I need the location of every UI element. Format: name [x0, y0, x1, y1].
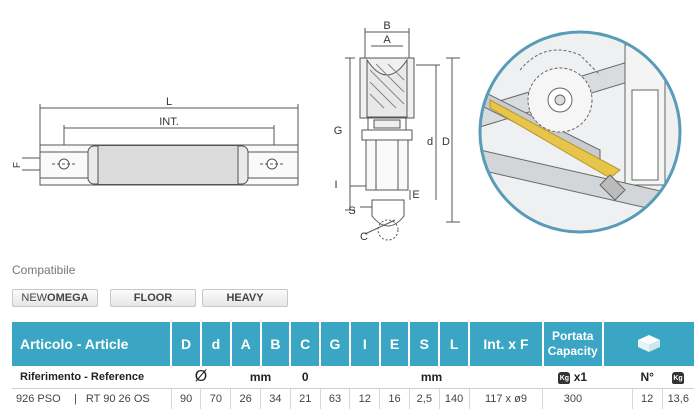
- cell-A: 26: [230, 388, 261, 409]
- cell-G: 63: [319, 388, 350, 409]
- spec-table: Articolo - Article D d A B C G I E S L I…: [12, 322, 694, 409]
- cell-C: 21: [289, 388, 321, 409]
- cell-spacer: [603, 389, 633, 410]
- header-col-A: A: [229, 322, 261, 366]
- header-capacity-line2: Capacity: [547, 344, 598, 358]
- weight-icon: Kg: [558, 371, 571, 384]
- header-col-E: E: [378, 322, 410, 366]
- dim-label-I: I: [334, 179, 337, 191]
- header-col-G: G: [319, 322, 350, 366]
- cell-S: 2,5: [408, 388, 440, 409]
- dim-label-B: B: [383, 20, 390, 32]
- cell-B: 34: [260, 388, 291, 409]
- header-capacity-line1: Portata: [552, 329, 594, 343]
- subheader-diameter: Ø: [171, 366, 231, 389]
- dim-label-L: L: [166, 96, 172, 108]
- subheader-kg: Kg: [662, 366, 694, 389]
- dim-label-D: D: [442, 136, 450, 148]
- dim-label-INT: INT.: [159, 116, 179, 128]
- dim-label-E: E: [412, 189, 419, 201]
- subheader-mm-ab: mm: [230, 366, 291, 389]
- subheader-zero: 0: [290, 366, 321, 389]
- header-col-L: L: [438, 322, 469, 366]
- cell-code: 926 PSO: [16, 393, 61, 405]
- installation-detail-illustration: [478, 30, 682, 234]
- header-col-B: B: [259, 322, 291, 366]
- header-capacity: Portata Capacity: [541, 322, 603, 366]
- dim-label-A: A: [383, 34, 391, 46]
- header-col-I: I: [348, 322, 380, 366]
- subheader-spacer: [602, 366, 633, 389]
- dim-label-G: G: [334, 125, 343, 137]
- header-article: Articolo - Article: [12, 322, 172, 366]
- table-row: 926 PSO| RT 90 26 OS 90 70 26 34 21 63 1…: [12, 388, 694, 410]
- cell-E: 16: [379, 388, 410, 409]
- compat-button-name: FLOOR: [133, 292, 173, 304]
- subheader-x1: x1: [573, 370, 588, 384]
- cell-n: 12: [631, 388, 663, 409]
- header-col-C: C: [289, 322, 321, 366]
- compat-button-floor[interactable]: FLOOR: [110, 289, 196, 307]
- compat-button-heavy[interactable]: HEAVY: [202, 289, 288, 307]
- section-view-drawing: [345, 28, 460, 241]
- cell-weight: 13,6: [661, 388, 694, 409]
- subheader-mm-rest: mm: [320, 366, 543, 389]
- subheader-capacity: Kg x1: [542, 366, 603, 389]
- compat-button-name: OMEGA: [47, 292, 89, 304]
- cell-I: 12: [349, 388, 380, 409]
- header-col-D: D: [170, 322, 201, 366]
- subheader-n: N°: [632, 366, 663, 389]
- cell-capacity: 300: [542, 388, 603, 409]
- technical-drawing: L INT. F B A G d D I E S C: [12, 20, 682, 243]
- box-icon: [637, 334, 660, 352]
- cell-intf: 117 x ø9: [468, 388, 543, 409]
- cell-ref: RT 90 26 OS: [85, 393, 150, 405]
- dim-label-d: d: [427, 136, 433, 148]
- cell-d: 70: [200, 388, 231, 409]
- header-package: [601, 322, 694, 366]
- header-col-S: S: [408, 322, 440, 366]
- table-header-row: Articolo - Article D d A B C G I E S L I…: [12, 322, 694, 366]
- cell-L: 140: [438, 388, 469, 409]
- dim-label-F: F: [12, 162, 23, 168]
- subheader-reference: Riferimento - Reference: [12, 366, 172, 389]
- compat-button-name: HEAVY: [226, 292, 264, 304]
- cell-D: 90: [170, 388, 201, 409]
- dim-label-S: S: [348, 205, 355, 217]
- diameter-icon: Ø: [194, 368, 208, 385]
- cell-article: 926 PSO| RT 90 26 OS: [16, 393, 150, 405]
- compatibility-label: Compatibile: [12, 263, 76, 277]
- header-col-intf: Int. x F: [468, 322, 543, 366]
- table-subheader-row: Riferimento - Reference Ø mm 0 mm Kg x1 …: [12, 366, 694, 389]
- weight-icon: Kg: [672, 371, 685, 384]
- header-col-d: d: [199, 322, 231, 366]
- front-view-drawing: [22, 104, 299, 186]
- compat-button-prefix: NEW: [21, 292, 48, 304]
- dim-label-C: C: [360, 231, 368, 243]
